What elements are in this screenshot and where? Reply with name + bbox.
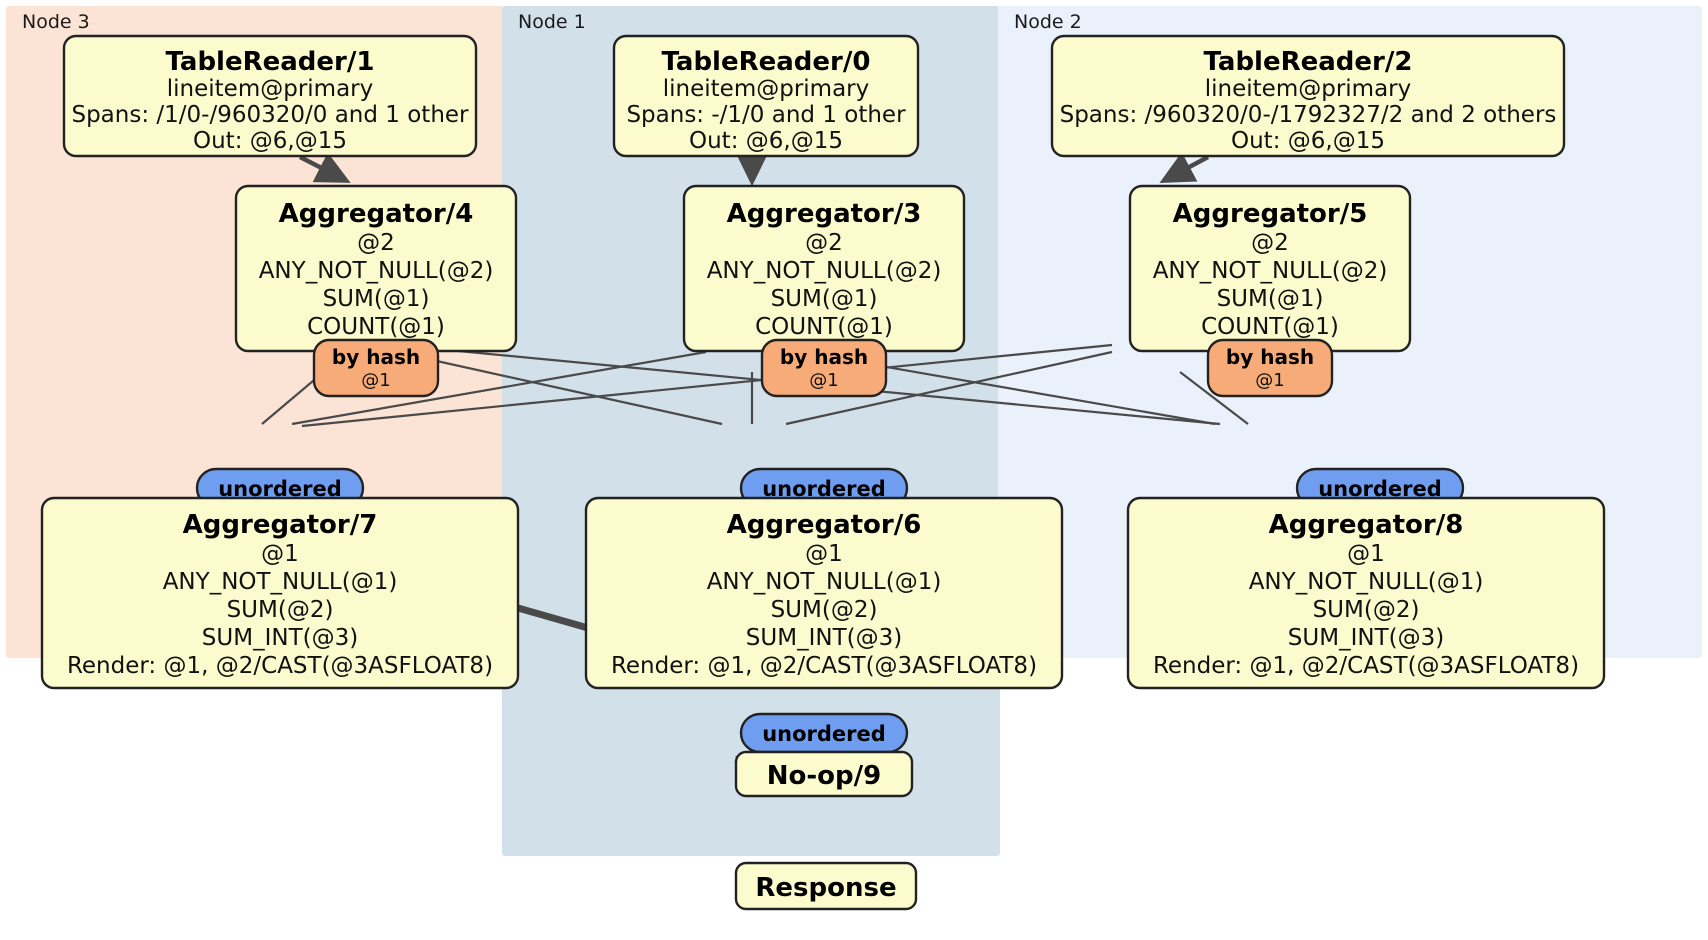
processor-detail-line: SUM_INT(@3) [202, 625, 358, 651]
processor-box[interactable] [1050, 34, 1566, 158]
processor-aggregator8[interactable]: Aggregator/8 @1 ANY_NOT_NULL(@1) SUM(@2)… [1126, 496, 1606, 690]
processor-box[interactable] [1126, 496, 1606, 690]
processor-detail-line: Out: @6,@15 [193, 128, 347, 154]
processor-detail-line: @2 [357, 230, 395, 256]
processor-detail-line: COUNT(@1) [307, 314, 445, 340]
processor-detail-line: SUM_INT(@3) [1288, 625, 1444, 651]
processor-detail-line: SUM(@1) [1217, 286, 1324, 312]
processor-title: Aggregator/4 [279, 199, 474, 229]
processor-detail-line: SUM(@1) [323, 286, 430, 312]
processor-detail-line: @2 [1251, 230, 1289, 256]
processor-title: Aggregator/3 [727, 199, 922, 229]
processor-tablereader0[interactable]: TableReader/0 lineitem@primary Spans: -/… [612, 34, 920, 158]
processor-aggregator4[interactable]: Aggregator/4 @2 ANY_NOT_NULL(@2) SUM(@1)… [234, 184, 518, 353]
region-label-node2: Node 2 [1014, 11, 1082, 33]
processor-title: TableReader/2 [1204, 47, 1413, 77]
processor-title: Aggregator/8 [1269, 510, 1464, 540]
processor-detail-line: SUM(@1) [771, 286, 878, 312]
processor-box[interactable] [584, 496, 1064, 690]
edge-tr2-agg5 [1159, 152, 1210, 183]
router-byhash-center[interactable]: by hash @1 [760, 338, 888, 398]
region-label-node1: Node 1 [518, 11, 586, 33]
processor-detail-line: Spans: /960320/0-/1792327/2 and 2 others [1060, 102, 1557, 128]
processor-title: Response [755, 873, 896, 903]
processor-title: No-op/9 [767, 761, 881, 791]
edge-tr1-agg4 [298, 152, 351, 183]
processor-detail-line: @2 [805, 230, 843, 256]
router-sublabel: @1 [809, 370, 838, 391]
edge-byhash-right-to-unordered-center [785, 350, 1113, 426]
processor-detail-line: Render: @1, @2/CAST(@3ASFLOAT8) [611, 653, 1037, 679]
processor-detail-line: ANY_NOT_NULL(@2) [259, 258, 494, 284]
router-label: by hash [332, 345, 420, 369]
router-label: by hash [780, 345, 868, 369]
router-sublabel: @1 [1255, 370, 1284, 391]
router-sublabel: @1 [361, 370, 390, 391]
edge-byhash-right-to-unordered-left [301, 343, 1113, 428]
router-byhash-left[interactable]: by hash @1 [312, 338, 440, 398]
processor-detail-line: Render: @1, @2/CAST(@3ASFLOAT8) [1153, 653, 1579, 679]
processor-aggregator5[interactable]: Aggregator/5 @2 ANY_NOT_NULL(@2) SUM(@1)… [1128, 184, 1412, 353]
processor-detail-line: lineitem@primary [167, 76, 373, 102]
processor-detail-line: SUM(@2) [227, 597, 334, 623]
synchronizer-label: unordered [762, 722, 886, 746]
processor-detail-line: SUM_INT(@3) [746, 625, 902, 651]
router-box[interactable] [1206, 338, 1334, 398]
processor-detail-line: Spans: -/1/0 and 1 other [626, 102, 906, 128]
processor-aggregator6[interactable]: Aggregator/6 @1 ANY_NOT_NULL(@1) SUM(@2)… [584, 496, 1064, 690]
processor-title: Aggregator/7 [183, 510, 378, 540]
processor-box[interactable] [734, 861, 918, 911]
processor-title: Aggregator/5 [1173, 199, 1368, 229]
processor-detail-line: SUM(@2) [1313, 597, 1420, 623]
processor-detail-line: COUNT(@1) [1201, 314, 1339, 340]
edge-byhash-center-to-unordered-left [291, 350, 707, 426]
processor-detail-line: ANY_NOT_NULL(@1) [707, 569, 942, 595]
processor-box[interactable] [62, 34, 478, 158]
processor-detail-line: ANY_NOT_NULL(@2) [1153, 258, 1388, 284]
processor-detail-line: ANY_NOT_NULL(@2) [707, 258, 942, 284]
processor-detail-line: @1 [261, 541, 299, 567]
processor-title: TableReader/1 [166, 47, 375, 77]
processor-tablereader2[interactable]: TableReader/2 lineitem@primary Spans: /9… [1050, 34, 1566, 158]
processor-box[interactable] [612, 34, 920, 158]
processor-detail-line: Out: @6,@15 [1231, 128, 1385, 154]
region-label-node3: Node 3 [22, 11, 90, 33]
router-byhash-right[interactable]: by hash @1 [1206, 338, 1334, 398]
router-box[interactable] [760, 338, 888, 398]
processor-aggregator7[interactable]: Aggregator/7 @1 ANY_NOT_NULL(@1) SUM(@2)… [40, 496, 520, 690]
edge-byhash-left-to-unordered-center [395, 350, 723, 426]
processor-detail-line: Spans: /1/0-/960320/0 and 1 other [71, 102, 469, 128]
processor-noop9[interactable]: No-op/9 [734, 750, 914, 798]
edge-byhash-right-to-unordered-right [1179, 371, 1249, 425]
processor-detail-line: @1 [805, 541, 843, 567]
processor-detail-line: Render: @1, @2/CAST(@3ASFLOAT8) [67, 653, 493, 679]
processor-detail-line: ANY_NOT_NULL(@1) [163, 569, 398, 595]
processor-detail-line: SUM(@2) [771, 597, 878, 623]
processor-response[interactable]: Response [734, 861, 918, 911]
region-labels: Node 3 Node 1 Node 2 [22, 11, 1082, 33]
processor-aggregator3[interactable]: Aggregator/3 @2 ANY_NOT_NULL(@2) SUM(@1)… [682, 184, 966, 353]
processor-detail-line: Out: @6,@15 [689, 128, 843, 154]
processor-title: Aggregator/6 [727, 510, 922, 540]
processor-box[interactable] [40, 496, 520, 690]
router-label: by hash [1226, 345, 1314, 369]
processor-tablereader1[interactable]: TableReader/1 lineitem@primary Spans: /1… [62, 34, 478, 158]
processor-detail-line: ANY_NOT_NULL(@1) [1249, 569, 1484, 595]
synchronizer-unordered-final[interactable]: unordered [739, 712, 909, 754]
edges-tablereader-to-aggregator [298, 152, 1210, 187]
processor-detail-line: lineitem@primary [1205, 76, 1411, 102]
processor-detail-line: lineitem@primary [663, 76, 869, 102]
processor-title: TableReader/0 [662, 47, 871, 77]
processor-box[interactable] [734, 750, 914, 798]
router-box[interactable] [312, 338, 440, 398]
processor-detail-line: @1 [1347, 541, 1385, 567]
processor-detail-line: COUNT(@1) [755, 314, 893, 340]
